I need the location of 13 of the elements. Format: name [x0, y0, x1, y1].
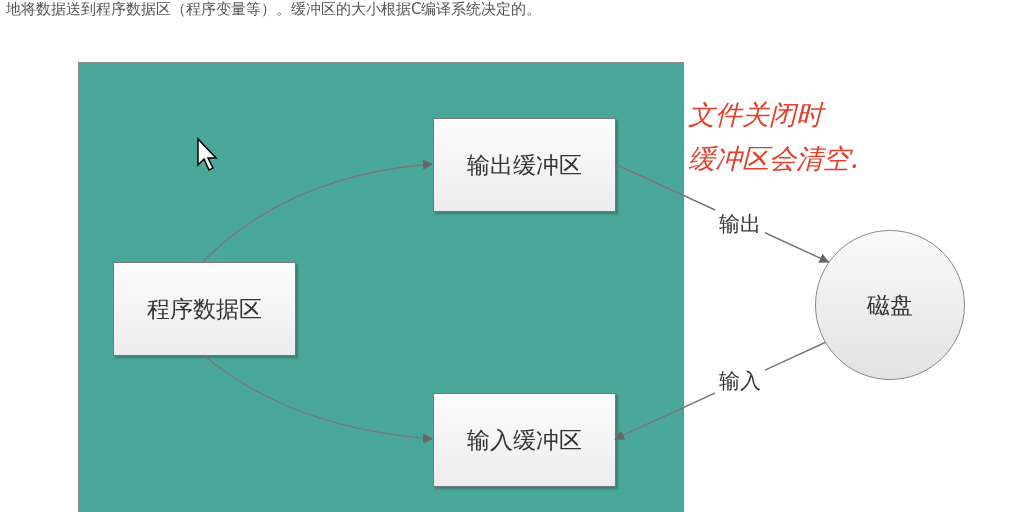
node-label: 输入缓冲区	[467, 425, 582, 455]
handwritten-note: 文件关闭时	[688, 98, 859, 132]
arrow	[202, 159, 433, 262]
process-box	[433, 118, 616, 212]
arrow	[202, 354, 433, 444]
node-label: 输出缓冲区	[467, 150, 582, 180]
paragraph-text: 地将数据送到程序数据区（程序变量等）。缓冲区的大小根据C编译系统决定的。	[6, 0, 542, 18]
handwritten-note: 缓冲区会清空.	[688, 142, 859, 176]
process-box	[113, 262, 296, 356]
node-label: 程序数据区	[147, 294, 262, 324]
node-label: 磁盘	[867, 290, 913, 320]
process-box	[433, 393, 616, 487]
memory-panel	[78, 62, 684, 512]
